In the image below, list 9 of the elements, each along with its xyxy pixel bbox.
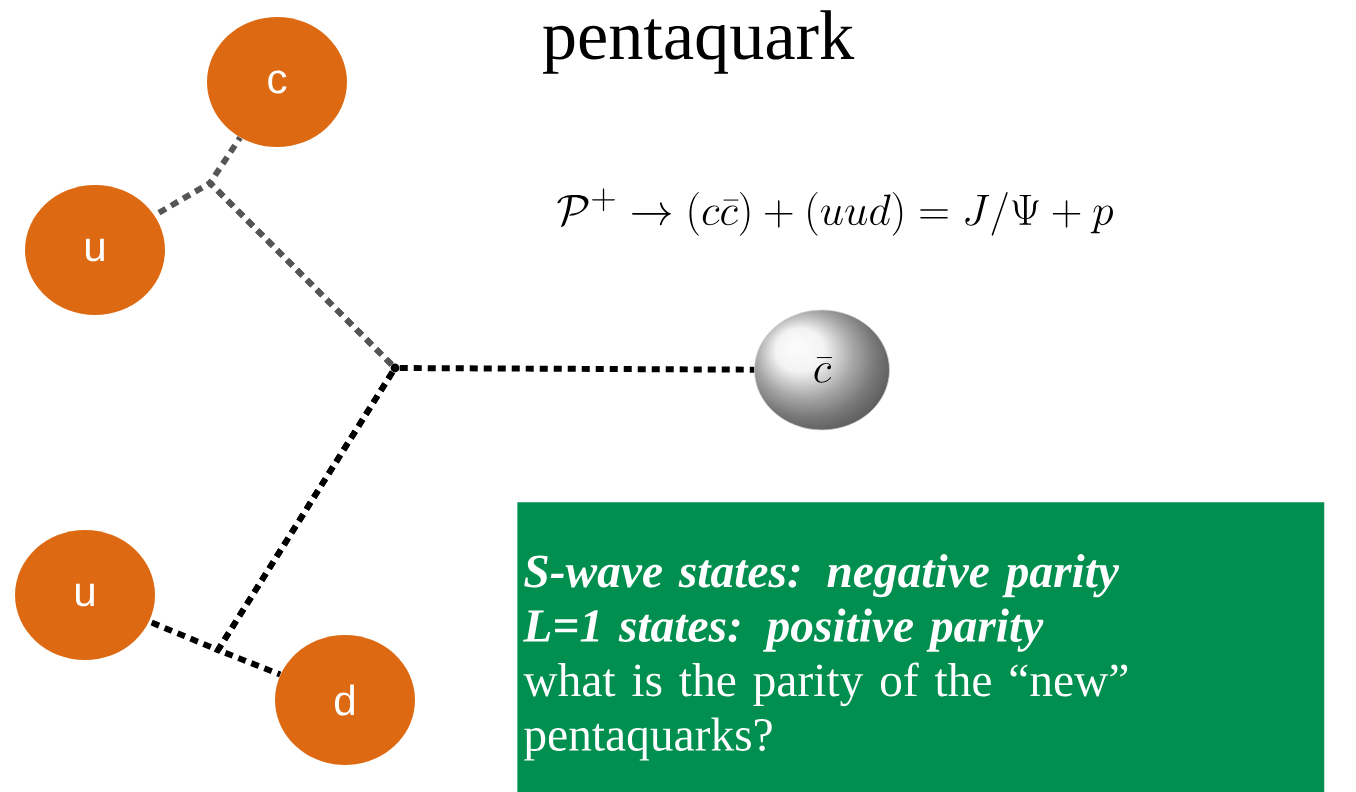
title: pentaquark — [543, 10, 855, 74]
dashed-line — [399, 365, 755, 373]
equation: $\mathcal{P}^+ \to (c\bar{c}) + (uud) = J/\Psi + p$ — [557, 188, 1113, 236]
dashed-line — [213, 370, 395, 678]
note-text: S-wave states: negative parity — [524, 554, 1120, 598]
note-text: what is the parity of the “new” pentaquarks? — [523, 662, 1128, 761]
junction-point — [390, 363, 400, 373]
note-text: L=1 states: positive parity — [523, 608, 1044, 652]
note-box — [517, 502, 1325, 792]
